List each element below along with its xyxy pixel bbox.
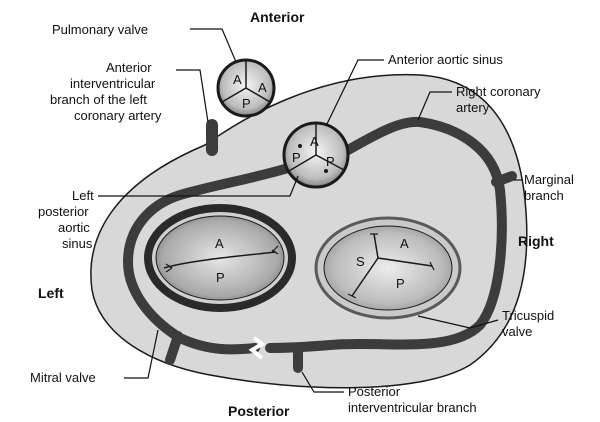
label-anterior-interventricular-1: Anterior [106,60,152,75]
orientation-left: Left [38,285,64,301]
leader-anterior-interventricular [176,70,208,122]
label-left-posterior-1: Left [72,188,94,203]
label-right-coronary-2: artery [456,100,490,115]
label-left-posterior-2: posterior [38,204,89,219]
tricuspid-cusp-anterior: A [400,236,409,251]
mitral-valve [148,208,292,308]
tricuspid-cusp-posterior: P [396,276,405,291]
label-anterior-interventricular-3: branch of the left [50,92,147,107]
label-marginal-1: Marginal [524,172,574,187]
label-posterior-interventricular-1: Posterior [348,384,401,399]
label-left-posterior-3: aortic [58,220,90,235]
pulmonary-cusp-2: A [258,80,267,95]
label-anterior-interventricular-2: interventricular [70,76,156,91]
label-right-coronary-1: Right coronary [456,84,541,99]
label-left-posterior-4: sinus [62,236,93,251]
label-mitral-valve: Mitral valve [30,370,96,385]
leader-pulmonary-valve [190,29,236,62]
tricuspid-valve [316,218,460,318]
mitral-cusp-posterior: P [216,270,225,285]
orientation-posterior: Posterior [228,403,290,419]
label-anterior-interventricular-4: coronary artery [74,108,162,123]
marginal-branch-artery [496,176,512,182]
aortic-cusp-3: P [326,154,335,169]
orientation-right: Right [518,233,554,249]
pulmonary-cusp-1: A [233,72,242,87]
label-anterior-aortic-sinus: Anterior aortic sinus [388,52,503,67]
label-marginal-2: branch [524,188,564,203]
pulmonary-cusp-3: P [242,96,251,111]
label-tricuspid-1: Tricuspid [502,308,554,323]
aortic-cusp-2: P [292,150,301,165]
label-tricuspid-2: valve [502,324,532,339]
orientation-anterior: Anterior [250,9,305,25]
aortic-cusp-1: A [310,134,319,149]
label-pulmonary-valve: Pulmonary valve [52,22,148,37]
mitral-cusp-anterior: A [215,236,224,251]
label-posterior-interventricular-2: interventricular branch [348,400,477,415]
tricuspid-cusp-septal: S [356,254,365,269]
